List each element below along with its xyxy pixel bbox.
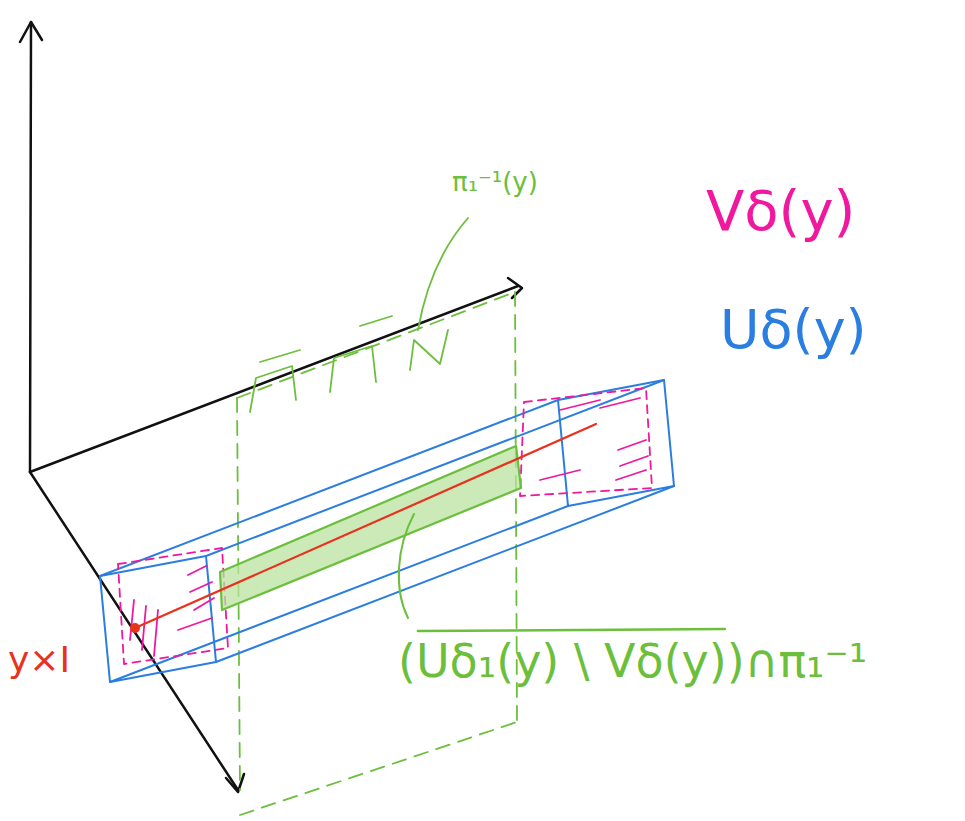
segment xyxy=(135,424,596,628)
segment-label: y×I xyxy=(8,640,70,680)
closure-bar xyxy=(418,629,725,631)
end-cap xyxy=(118,388,652,664)
set-label: Vδ(y) xyxy=(706,180,855,242)
shaded-region xyxy=(220,446,521,610)
fiber-label: π₁⁻¹(y) xyxy=(452,168,538,197)
leader-line xyxy=(418,218,468,330)
point xyxy=(130,623,140,633)
leader-line xyxy=(399,514,414,618)
set-label: Uδ(y) xyxy=(720,300,867,359)
region-label: (Uδ₁(y) \ Vδ(y))∩π₁⁻¹ xyxy=(398,636,867,687)
